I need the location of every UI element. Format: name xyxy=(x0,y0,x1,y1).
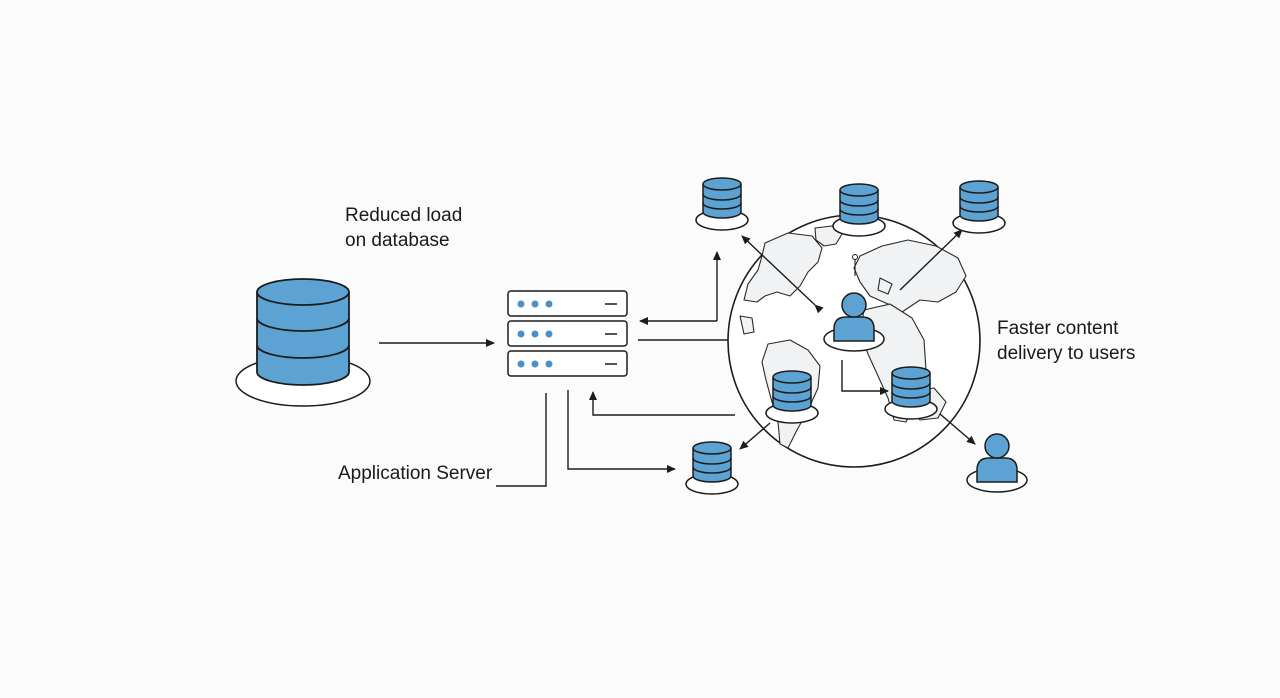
edge-database-icon-top-left xyxy=(695,177,749,231)
edge-database-icon-bottom-left xyxy=(685,441,739,495)
arrow-globe-to-edge-top-left xyxy=(741,235,824,314)
arrow-server-to-edge-bottom xyxy=(567,390,676,473)
arrow-globe-to-remote-user xyxy=(939,413,976,445)
faster-delivery-label: Faster content delivery to users xyxy=(997,316,1135,366)
edge-database-icon-south-america xyxy=(765,370,819,424)
server-rack-icon xyxy=(507,290,628,377)
arrow-globe-to-edge-top-right xyxy=(899,229,963,291)
user-icon-remote xyxy=(966,433,1028,493)
app-server-label-leader xyxy=(496,393,547,487)
edge-database-icon-top-right xyxy=(952,180,1006,234)
arrow-user-to-edge-africa xyxy=(841,360,889,395)
reduced-load-line-2: on database xyxy=(345,230,450,251)
arrow-edge-to-server xyxy=(589,391,735,416)
edge-database-icon-top-center xyxy=(832,183,886,237)
reduced-load-line-1: Reduced load xyxy=(345,205,463,226)
origin-database-icon xyxy=(235,278,371,407)
edge-database-icon-africa xyxy=(884,366,938,420)
reduced-load-label: Reduced load on database xyxy=(345,203,462,253)
faster-delivery-line-2: delivery to users xyxy=(997,343,1136,364)
application-server-label: Application Server xyxy=(338,461,492,486)
faster-delivery-line-1: Faster content xyxy=(997,318,1119,339)
arrow-globe-to-edge-bottom-left xyxy=(739,422,771,450)
application-server-text: Application Server xyxy=(338,463,493,484)
